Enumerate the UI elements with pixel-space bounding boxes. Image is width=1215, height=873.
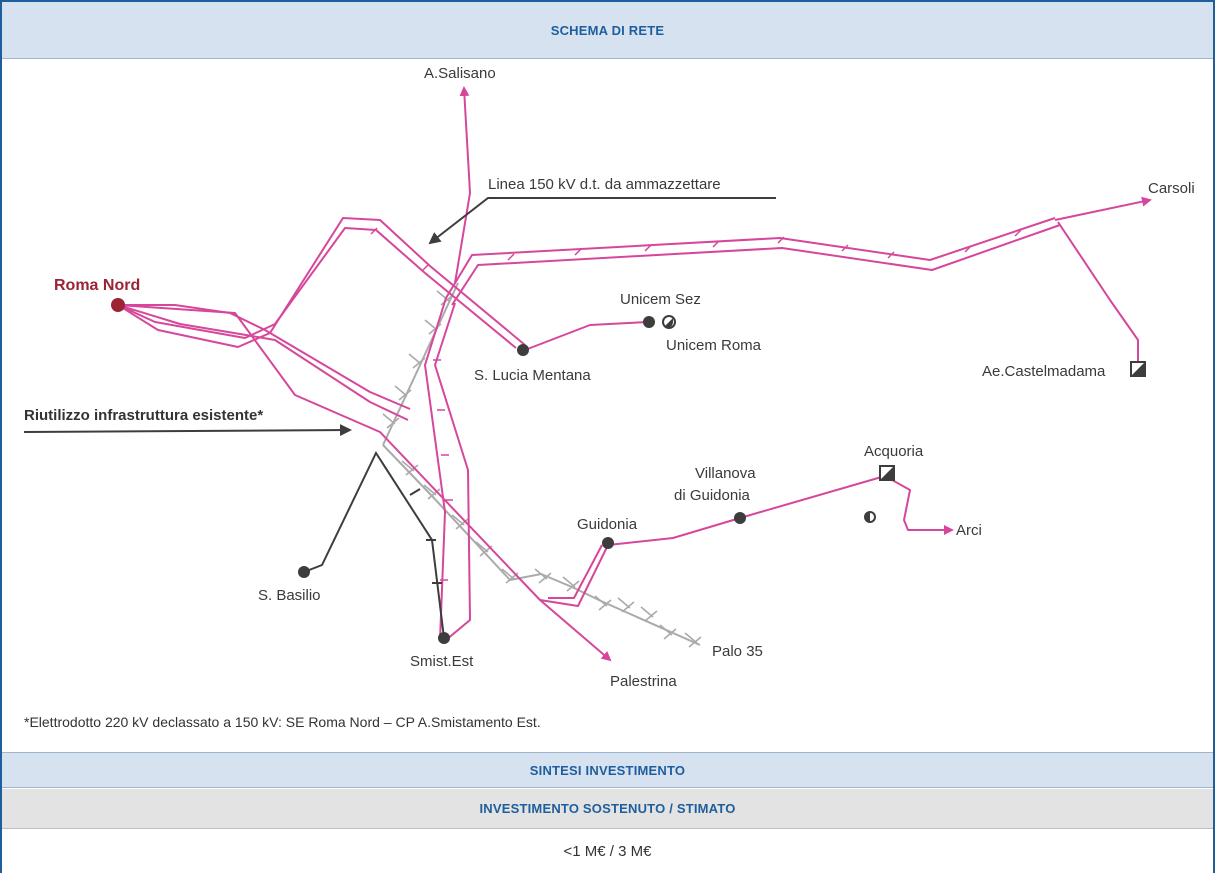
label-acquoria: Acquoria: [864, 443, 924, 460]
node-s-basilio: [298, 566, 310, 578]
label-s-basilio: S. Basilio: [258, 587, 321, 604]
footnote: *Elettrodotto 220 kV declassato a 150 kV…: [24, 714, 541, 730]
node-guidonia: [602, 537, 614, 549]
node-smist-est: [438, 632, 450, 644]
label-roma-nord: Roma Nord: [54, 277, 140, 294]
label-smist-est: Smist.Est: [410, 653, 474, 670]
section-header-investimento: INVESTIMENTO SOSTENUTO / STIMATO: [2, 789, 1213, 829]
node-s-lucia-mentana: [517, 344, 529, 356]
label-villanova-1: Villanova: [695, 465, 756, 482]
sintesi-title: SINTESI INVESTIMENTO: [529, 762, 686, 778]
existing-line-ticks: [382, 290, 702, 648]
node-roma-nord: [111, 298, 125, 312]
label-palo-35: Palo 35: [712, 643, 763, 660]
node-unicem-sez: [643, 316, 655, 328]
label-ae-castelmadama: Ae.Castelmadama: [982, 363, 1106, 380]
node-acquoria: [879, 465, 895, 481]
pink-network: [117, 86, 1152, 662]
investment-value: <1 M€ / 3 M€: [563, 842, 652, 860]
section-title: SCHEMA DI RETE: [550, 22, 665, 38]
node-villanova: [734, 512, 746, 524]
label-s-lucia-mentana: S. Lucia Mentana: [474, 367, 591, 384]
node-arci-half: [864, 511, 876, 523]
dark-lines: [303, 450, 445, 639]
label-a-salisano: A.Salisano: [424, 65, 496, 82]
section-header-schema: SCHEMA DI RETE: [2, 2, 1213, 59]
label-villanova-2: di Guidonia: [674, 487, 751, 504]
investimento-title: INVESTIMENTO SOSTENUTO / STIMATO: [479, 801, 736, 816]
label-palestrina: Palestrina: [610, 673, 677, 690]
annotation-arrows: [23, 197, 776, 437]
annotation-linea: Linea 150 kV d.t. da ammazzettare: [488, 176, 721, 193]
label-carsoli: Carsoli: [1148, 180, 1195, 197]
label-unicem-sez: Unicem Sez: [620, 291, 701, 308]
label-guidonia: Guidonia: [577, 516, 638, 533]
node-ae-castelmadama: [1130, 361, 1146, 377]
pink-ticks: [370, 227, 1022, 581]
node-unicem-roma: [662, 315, 676, 329]
section-header-sintesi: SINTESI INVESTIMENTO: [2, 752, 1213, 788]
label-arci: Arci: [956, 522, 982, 539]
label-unicem-roma: Unicem Roma: [666, 337, 762, 354]
annotation-riutilizzo: Riutilizzo infrastruttura esistente*: [24, 407, 263, 424]
